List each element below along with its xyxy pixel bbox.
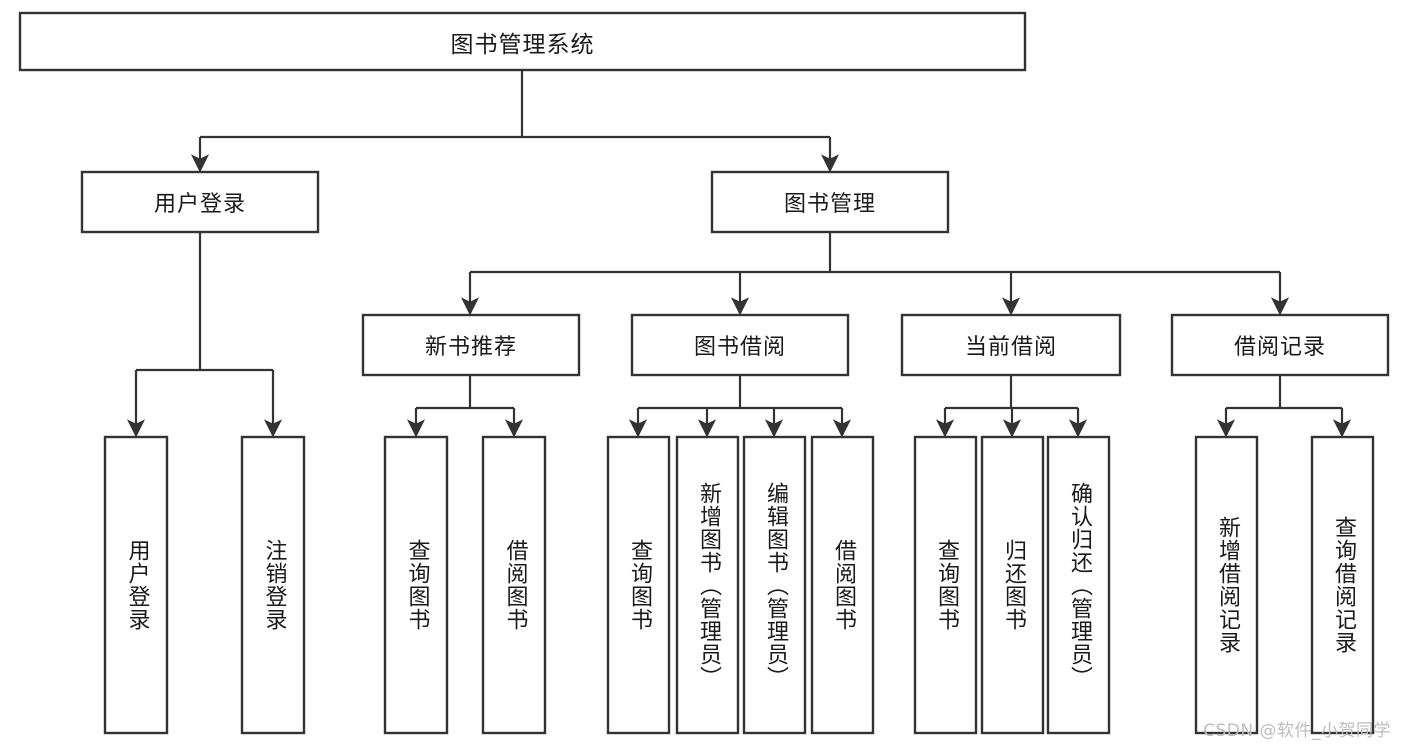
- connectors-bookmgmt-to-level3: [460, 232, 1290, 316]
- node-box-leaf-logout[interactable]: [240, 435, 306, 735]
- connectors-bookborrow-to-leaves: [628, 375, 852, 438]
- connectors-borrowrecord-to-leaves: [1216, 375, 1352, 438]
- node-box-leaf-query-borrow-record[interactable]: [1310, 435, 1375, 735]
- connectors-recommend-to-leaves: [406, 375, 524, 438]
- node-box-user-login[interactable]: [80, 170, 320, 234]
- node-box-leaf-query-book-borrow[interactable]: [606, 435, 671, 735]
- node-box-leaf-add-book[interactable]: [675, 435, 740, 735]
- node-box-book-borrow[interactable]: [630, 313, 850, 377]
- connectors-userlogin-to-leaves: [126, 232, 283, 438]
- node-box-leaf-add-borrow-record[interactable]: [1194, 435, 1259, 735]
- node-box-root[interactable]: [18, 11, 1027, 72]
- node-box-leaf-edit-book[interactable]: [742, 435, 807, 735]
- node-box-borrow-record[interactable]: [1170, 313, 1390, 377]
- node-box-book-management[interactable]: [710, 170, 950, 234]
- node-box-leaf-borrow-book-recommend[interactable]: [481, 435, 547, 735]
- node-box-current-borrow[interactable]: [900, 313, 1122, 377]
- node-box-leaf-borrow-book[interactable]: [810, 435, 875, 735]
- node-box-new-book-recommend[interactable]: [361, 313, 581, 377]
- connectors-currentborrow-to-leaves: [935, 375, 1088, 438]
- node-box-leaf-query-book-current[interactable]: [913, 435, 978, 735]
- node-box-leaf-confirm-return[interactable]: [1046, 435, 1111, 735]
- node-box-leaf-return-book[interactable]: [980, 435, 1045, 735]
- connectors-root-to-level2: [190, 70, 840, 173]
- csdn-watermark: CSDN @软件_小贺同学: [1203, 721, 1391, 741]
- node-box-leaf-user-login[interactable]: [103, 435, 169, 735]
- node-box-leaf-query-book-recommend[interactable]: [383, 435, 449, 735]
